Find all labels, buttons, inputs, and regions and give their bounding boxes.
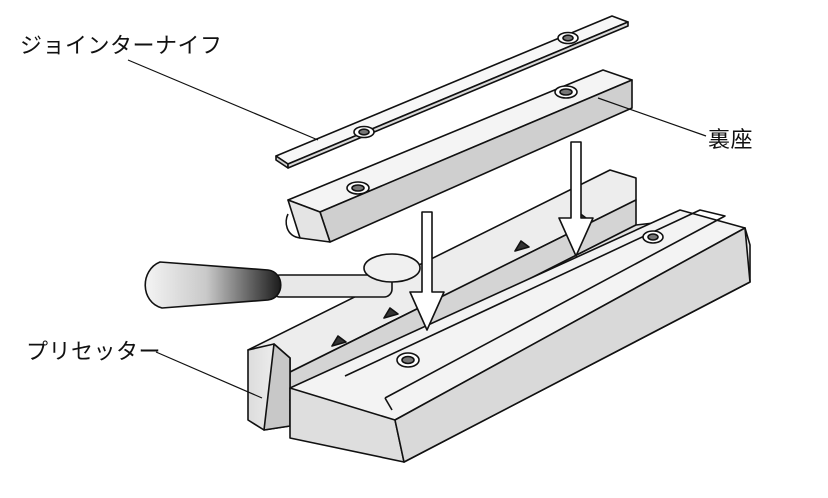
backing-block <box>285 69 633 243</box>
backing-label: 裏座 <box>708 128 754 153</box>
presetter-label: プリセッター <box>26 340 162 365</box>
presetter-leader-line <box>155 351 263 399</box>
down-arrow-right <box>558 141 594 257</box>
knife-label: ジョインターナイフ <box>20 34 223 59</box>
down-arrow-left <box>409 211 445 331</box>
jointer-knife <box>275 15 629 169</box>
knife-leader-line <box>127 59 319 141</box>
handle[interactable] <box>144 253 421 309</box>
presetter-base <box>247 169 751 463</box>
backing-leader-line <box>597 97 707 137</box>
